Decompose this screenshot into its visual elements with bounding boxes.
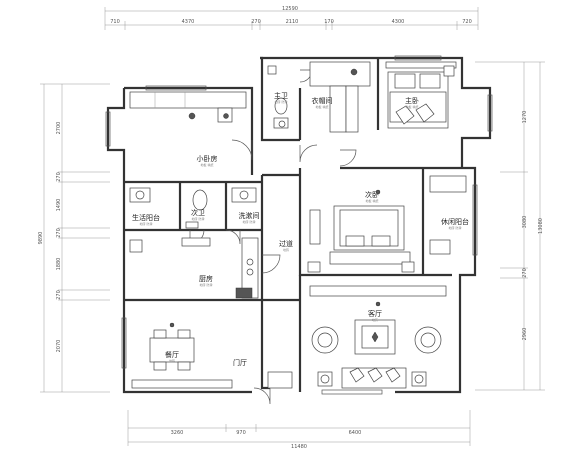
windows bbox=[105, 55, 493, 395]
leisure-balcony-cabinets bbox=[429, 175, 467, 255]
dim-right-total: 13080 bbox=[538, 218, 544, 234]
sub-small-bedroom: 地板 墙纸 bbox=[201, 162, 214, 167]
label-corridor: 过道 bbox=[279, 239, 293, 248]
dim-right-2: 3080 bbox=[522, 216, 528, 229]
laundry-fixtures bbox=[181, 187, 257, 247]
dim-top-2: 4370 bbox=[182, 19, 195, 25]
sub-master-bath: 地砖 防滑 bbox=[275, 99, 288, 104]
dim-left-4: 270 bbox=[56, 228, 62, 238]
room-labels: 主卫 地砖 防滑 衣帽间 地板 墙纸 主卧 地板 墙纸 小卧房 地板 墙纸 次卫… bbox=[132, 91, 469, 367]
label-second-bedroom: 次卧 bbox=[365, 190, 379, 199]
sub-kitchen: 地砖 防滑 bbox=[200, 282, 213, 287]
dim-top-7: 720 bbox=[462, 19, 472, 25]
dim-top-1: 710 bbox=[110, 19, 120, 25]
dim-left-5: 1880 bbox=[56, 258, 62, 271]
dim-left-6: 270 bbox=[56, 290, 62, 300]
living-room-furniture bbox=[309, 285, 447, 389]
cloakroom-wardrobe bbox=[309, 61, 371, 133]
dim-top-3: 270 bbox=[251, 19, 261, 25]
dim-bottom-2: 970 bbox=[236, 430, 246, 436]
label-laundry: 洗漱间 bbox=[239, 211, 260, 220]
label-small-bedroom: 小卧房 bbox=[197, 154, 218, 163]
sub-second-bedroom: 地板 墙纸 bbox=[366, 198, 379, 203]
dim-right-4: 2960 bbox=[522, 328, 528, 341]
dim-bottom-3: 6400 bbox=[349, 430, 362, 436]
master-bed bbox=[385, 61, 457, 129]
label-living-room: 客厅 bbox=[368, 309, 382, 318]
dim-left-total: 9890 bbox=[38, 232, 44, 245]
label-cloakroom: 衣帽间 bbox=[312, 96, 333, 105]
ceiling-light-markers bbox=[169, 113, 381, 328]
label-master-bedroom: 主卧 bbox=[405, 96, 419, 105]
dim-top-total: 12590 bbox=[282, 6, 298, 12]
label-dining-room: 餐厅 bbox=[165, 350, 179, 359]
utility-balcony-fixtures bbox=[129, 187, 151, 253]
sub-corridor: 地砖 bbox=[283, 247, 289, 252]
label-leisure-balcony: 休闲阳台 bbox=[441, 217, 469, 226]
dim-top-6: 4300 bbox=[392, 19, 405, 25]
second-bath-fixtures bbox=[185, 189, 208, 229]
bottom-dimension-chain: 3260 970 6400 11480 bbox=[127, 410, 471, 450]
dim-bottom-1: 3260 bbox=[171, 430, 184, 436]
dim-left-1: 2700 bbox=[56, 122, 62, 135]
dim-right-3: 270 bbox=[522, 268, 528, 278]
dim-left-3: 1490 bbox=[56, 199, 62, 212]
left-dimension-chain: 9890 2700 270 1490 270 1880 270 2070 bbox=[38, 83, 110, 393]
sub-dining-room: 地砖 bbox=[169, 358, 175, 363]
sub-master-bedroom: 地板 墙纸 bbox=[406, 104, 419, 109]
dim-right-1: 1270 bbox=[522, 111, 528, 124]
second-bed bbox=[307, 205, 415, 273]
dim-left-2: 270 bbox=[56, 172, 62, 182]
dining-set bbox=[131, 329, 233, 389]
label-second-bath: 次卫 bbox=[191, 208, 205, 217]
small-bedroom-furniture bbox=[129, 91, 247, 123]
sub-second-bath: 地砖 防滑 bbox=[192, 216, 205, 221]
master-bath-fixtures bbox=[267, 65, 289, 129]
sub-leisure-balcony: 地砖 防滑 bbox=[449, 225, 462, 230]
top-dimension-chain: 12590 710 4370 270 2110 170 4300 720 bbox=[104, 6, 479, 30]
walls bbox=[106, 56, 492, 394]
label-utility-balcony: 生活阳台 bbox=[132, 213, 160, 222]
label-kitchen: 厨房 bbox=[199, 274, 213, 283]
sub-cloakroom: 地板 墙纸 bbox=[316, 104, 329, 109]
dim-top-5: 170 bbox=[324, 19, 334, 25]
right-dimension-chain: 1270 3080 270 2960 13080 bbox=[475, 61, 545, 391]
sub-utility-balcony: 地砖 防滑 bbox=[140, 221, 153, 226]
sub-living-room: 地砖 bbox=[372, 317, 378, 322]
entrance-cabinet bbox=[253, 371, 293, 405]
kitchen-counter bbox=[235, 237, 259, 299]
dim-top-4: 2110 bbox=[286, 19, 299, 25]
label-entrance: 门厅 bbox=[233, 358, 247, 367]
label-master-bath: 主卫 bbox=[274, 91, 288, 100]
dim-left-7: 2070 bbox=[56, 340, 62, 353]
sub-laundry: 地砖 防滑 bbox=[243, 219, 256, 224]
dim-bottom-total: 11480 bbox=[291, 444, 307, 450]
